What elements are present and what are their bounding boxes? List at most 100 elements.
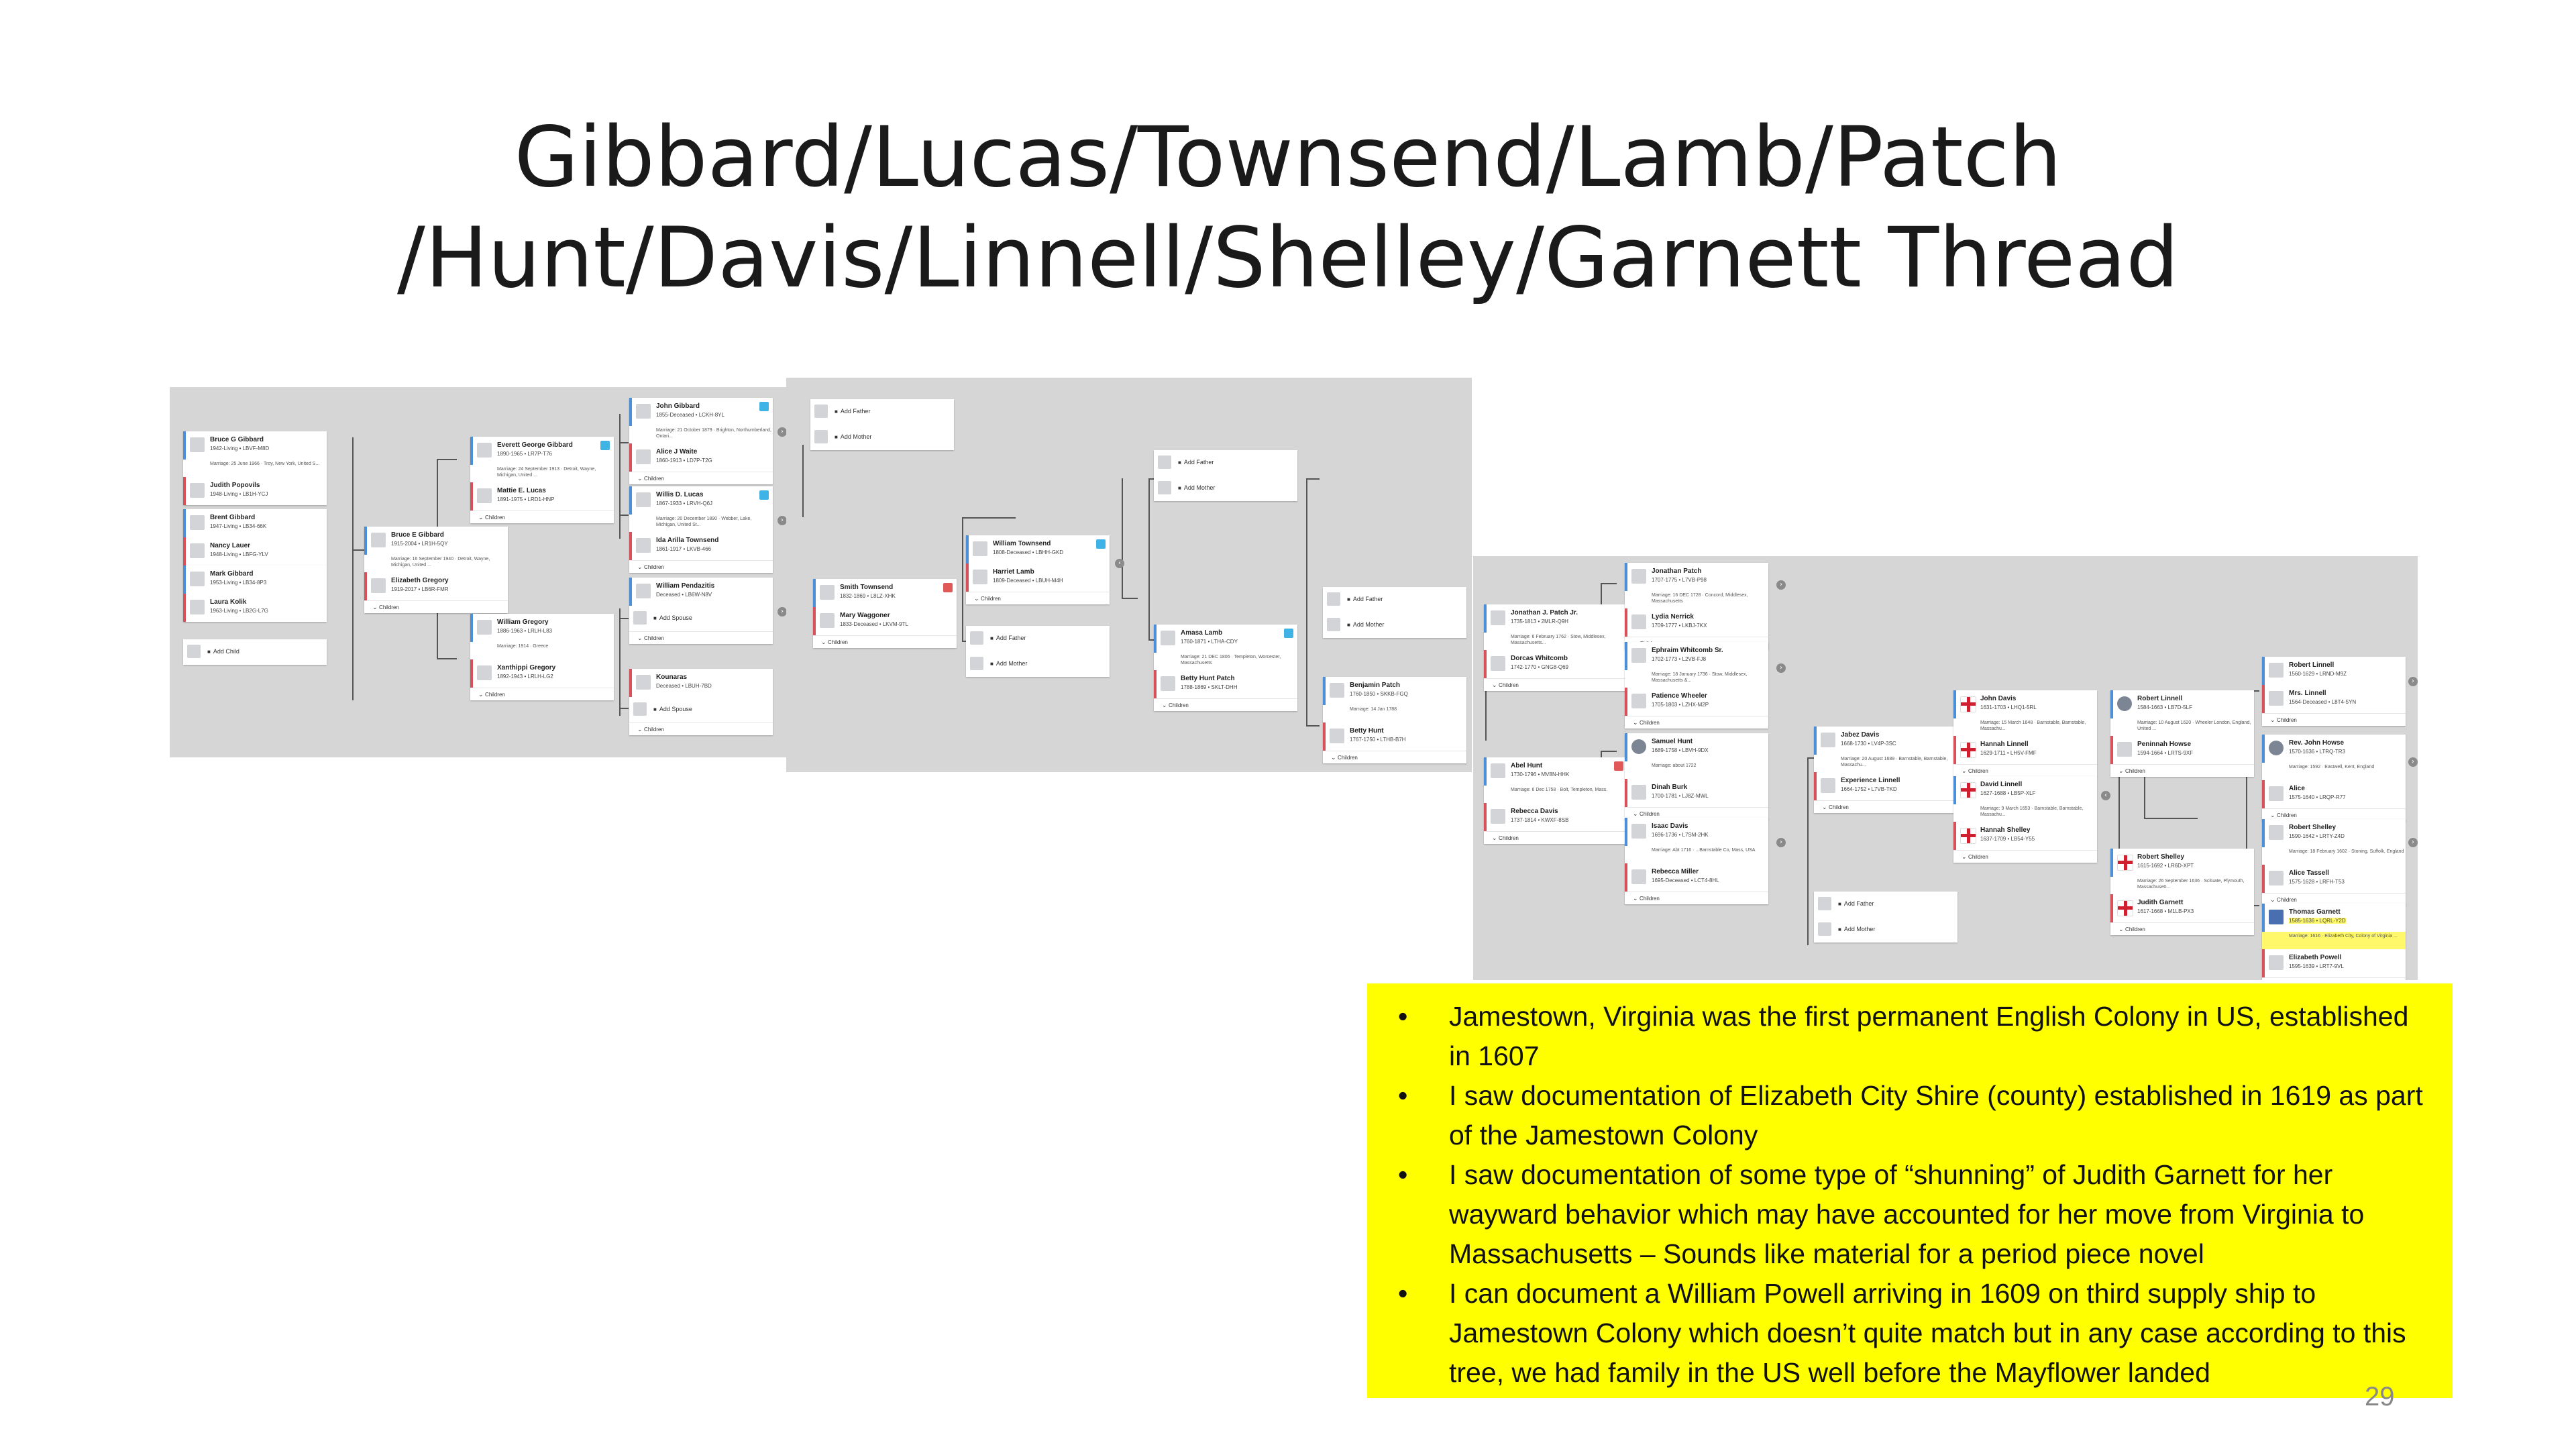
expand-arrow-icon[interactable]: ‹ bbox=[1115, 559, 1124, 568]
add-father-button[interactable]: Add Father bbox=[1814, 892, 1957, 917]
children-toggle[interactable]: Children bbox=[2110, 764, 2254, 777]
add-spouse-button[interactable]: Add Spouse bbox=[629, 697, 773, 722]
person-name[interactable]: Alice J Waite bbox=[656, 448, 698, 455]
person-name[interactable]: Kounaras bbox=[656, 674, 688, 681]
children-toggle[interactable]: Children bbox=[1154, 698, 1297, 711]
person-name[interactable]: Robert Linnell bbox=[2289, 661, 2334, 669]
family-card[interactable]: Jonathan J. Patch Jr.1735-1813 • 2MLR-Q9… bbox=[1484, 604, 1627, 691]
person-name[interactable]: Experience Linnell bbox=[1841, 777, 1900, 784]
person-name[interactable]: Rebecca Davis bbox=[1511, 808, 1558, 815]
person-name[interactable]: Bruce E Gibbard bbox=[391, 531, 444, 539]
add-father-button[interactable]: Add Father bbox=[1323, 587, 1466, 612]
add-father-button[interactable]: Add Father bbox=[1154, 450, 1297, 476]
person-name[interactable]: Samuel Hunt bbox=[1652, 738, 1693, 745]
expand-arrow-icon[interactable]: › bbox=[2408, 677, 2418, 686]
person-name[interactable]: David Linnell bbox=[1980, 781, 2023, 788]
expand-arrow-icon[interactable]: › bbox=[1776, 663, 1786, 673]
children-toggle[interactable]: Children bbox=[629, 472, 773, 484]
record-hint-icon[interactable] bbox=[759, 490, 769, 500]
add-mother-button[interactable]: Add Mother bbox=[966, 651, 1110, 677]
add-father-button[interactable]: Add Father bbox=[966, 626, 1110, 651]
children-toggle[interactable]: Children bbox=[629, 722, 773, 735]
add-mother-button[interactable]: Add Mother bbox=[1154, 476, 1297, 501]
person-name[interactable]: Benjamin Patch bbox=[1350, 682, 1401, 689]
person-name[interactable]: John Davis bbox=[1980, 695, 2017, 702]
children-toggle[interactable]: Children bbox=[1484, 678, 1627, 691]
person-name[interactable]: Robert Shelley bbox=[2137, 853, 2185, 861]
person-name[interactable]: Mary Waggoner bbox=[840, 612, 890, 619]
add-parents-card[interactable]: Add Father Add Mother bbox=[966, 626, 1110, 677]
record-hint-icon[interactable] bbox=[1096, 539, 1106, 549]
person-name[interactable]: Robert Linnell bbox=[2137, 695, 2183, 702]
person-name[interactable]: Mrs. Linnell bbox=[2289, 690, 2326, 697]
person-name[interactable]: Mattie E. Lucas bbox=[497, 487, 546, 494]
add-mother-button[interactable]: Add Mother bbox=[1814, 917, 1957, 943]
person-name[interactable]: Amasa Lamb bbox=[1181, 629, 1223, 637]
person-name[interactable]: Peninnah Howse bbox=[2137, 741, 2192, 748]
person-name[interactable]: Alice bbox=[2289, 785, 2305, 792]
person-name[interactable]: Patience Wheeler bbox=[1652, 692, 1707, 700]
expand-arrow-icon[interactable]: › bbox=[777, 516, 787, 525]
add-parents-card[interactable]: Add Father Add Mother bbox=[1814, 892, 1957, 943]
person-row[interactable]: Ephraim Whitcomb Sr.1702-1773 • L2VB-FJ8 bbox=[1625, 642, 1768, 670]
person-name[interactable]: Alice Tassell bbox=[2289, 869, 2329, 877]
person-name[interactable]: William Gregory bbox=[497, 619, 549, 626]
record-hint-icon[interactable] bbox=[759, 402, 769, 411]
children-toggle[interactable]: Children bbox=[470, 688, 614, 700]
person-name[interactable]: Robert Shelley bbox=[2289, 824, 2337, 831]
person-name[interactable]: Ephraim Whitcomb Sr. bbox=[1652, 647, 1723, 654]
person-name[interactable]: William Townsend bbox=[993, 540, 1051, 547]
add-father-button[interactable]: Add Father bbox=[810, 399, 954, 425]
children-toggle[interactable]: Children bbox=[2110, 922, 2254, 935]
person-name[interactable]: Laura Kolik bbox=[210, 598, 247, 606]
record-hint-icon[interactable] bbox=[1284, 629, 1293, 638]
children-toggle[interactable]: Children bbox=[2262, 713, 2406, 726]
person-name[interactable]: Betty Hunt bbox=[1350, 727, 1384, 735]
add-spouse-button[interactable]: Add Spouse bbox=[629, 606, 773, 631]
children-toggle[interactable]: Children bbox=[1484, 831, 1627, 844]
